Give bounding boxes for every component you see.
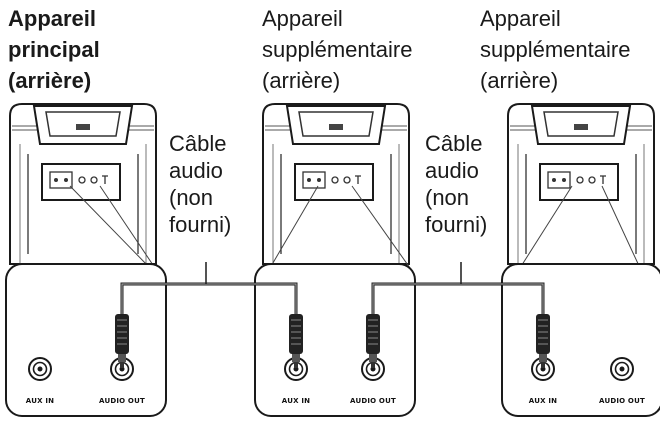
cable-label-line: fourni)	[169, 212, 232, 237]
main-aux-in-jack[interactable]	[28, 357, 52, 381]
audio-cable-2	[365, 262, 551, 369]
zoom-line	[69, 185, 156, 269]
cable-label-line: fourni)	[425, 212, 488, 237]
additional-2-aux-in-label: AUX IN	[529, 397, 557, 405]
cable-label-line: Câble	[169, 131, 227, 156]
additional-device-1-title: Appareil supplémentaire (arrière)	[262, 3, 412, 96]
additional-1-aux-in-label: AUX IN	[282, 397, 310, 405]
main-audio-out-label: AUDIO OUT	[99, 397, 145, 405]
title-line: Appareil	[8, 6, 97, 31]
cable-label-line: audio	[169, 158, 223, 183]
cable-label-line: audio	[425, 158, 479, 183]
cable-label-line: (non	[169, 185, 214, 210]
additional-2-audio-out-label: AUDIO OUT	[599, 397, 645, 405]
title-line: Appareil	[480, 6, 561, 31]
title-line: (arrière)	[262, 68, 341, 93]
main-speaker-body	[9, 103, 157, 269]
title-line: (arrière)	[8, 68, 92, 93]
title-line: (arrière)	[480, 68, 559, 93]
additional-speaker-2-body	[507, 103, 655, 269]
additional-1-port-panel	[254, 263, 416, 417]
title-line: principal	[8, 37, 100, 62]
additional-speaker-1-body	[262, 103, 411, 269]
additional-2-port-panel	[501, 263, 660, 417]
additional-1-audio-out-label: AUDIO OUT	[350, 397, 396, 405]
audio-cable-1	[114, 262, 304, 369]
zoom-line	[519, 185, 641, 269]
cable-2-label: Câble audio (non fourni)	[425, 130, 487, 238]
main-aux-in-label: AUX IN	[26, 397, 54, 405]
title-line: supplémentaire	[262, 37, 413, 62]
main-port-panel	[5, 263, 167, 417]
title-line: Appareil	[262, 6, 343, 31]
main-device-title: Appareil principal (arrière)	[8, 3, 100, 96]
title-line: supplémentaire	[480, 37, 631, 62]
cable-label-line: (non	[425, 185, 470, 210]
cable-label-line: Câble	[425, 131, 483, 156]
additional-device-2-title: Appareil supplémentaire (arrière)	[480, 3, 630, 96]
additional-2-audio-out-jack[interactable]	[610, 357, 634, 381]
cable-1-label: Câble audio (non fourni)	[169, 130, 231, 238]
zoom-line	[269, 185, 411, 269]
